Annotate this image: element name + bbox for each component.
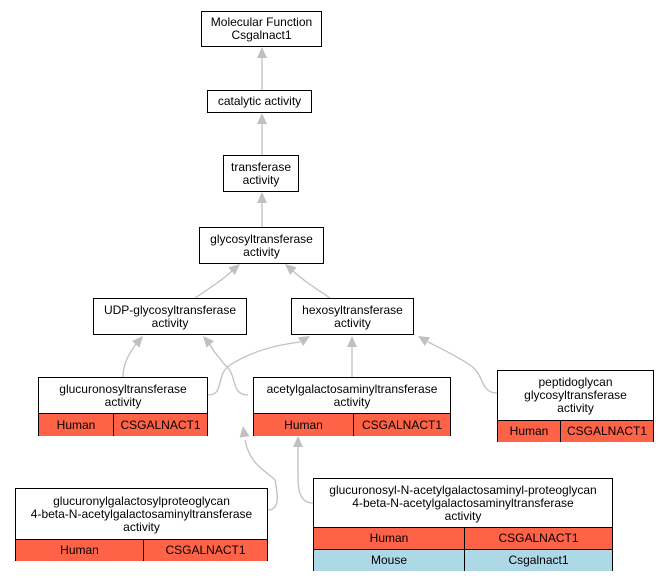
species-row-human: Human CSGALNACT1 <box>16 539 267 561</box>
edge-glucuronosyl-to-udp <box>122 343 137 378</box>
node-label-line: transferase <box>230 159 292 174</box>
species-cell: Mouse <box>314 550 464 571</box>
node-label-line: activity <box>557 401 594 415</box>
edge-glucuronosylN-to-acetylgal <box>297 447 314 504</box>
species-cell: Human <box>39 414 113 436</box>
node-label-line: Csgalnact1 <box>231 28 292 42</box>
edge-peptidoglycan-to-hexosyl <box>427 341 498 394</box>
species-cell: Human <box>314 528 464 549</box>
species-row-mouse: Mouse Csgalnact1 <box>314 549 612 571</box>
node-label-line: glucuronosyltransferase <box>59 381 187 396</box>
edge-peptidoglycan-to-hexosyl-arrowhead <box>418 336 431 346</box>
node-label-line: hexosyltransferase <box>302 302 403 317</box>
species-cell: Human <box>498 421 560 442</box>
node-catalytic-activity[interactable]: catalytic activity <box>207 90 312 113</box>
gene-cell: CSGALNACT1 <box>464 528 612 549</box>
node-label-line: activity <box>333 394 371 409</box>
edge-glucuronosyl-to-hexosyl-arrowhead <box>297 336 310 346</box>
edge-glucuronylgal-to-acetylgal <box>244 439 278 511</box>
node-label-line: acetylgalactosaminyltransferase <box>266 381 438 396</box>
edge-glucuronosylN-to-acetylgal-arrowhead <box>293 436 303 447</box>
edge-glucuronosyl-to-udp-arrowhead <box>131 336 143 348</box>
gene-cell: CSGALNACT1 <box>143 540 267 561</box>
edge-transferase-to-catalytic-arrowhead <box>257 113 267 124</box>
node-glycosyltransferase-activity[interactable]: glycosyltransferase activity <box>199 227 324 264</box>
species-row-human: Human CSGALNACT1 <box>39 413 207 436</box>
species-row-human: Human CSGALNACT1 <box>254 413 450 436</box>
node-label-line: activity <box>123 519 160 534</box>
node-label-line: activity <box>242 172 280 187</box>
node-acetylgalactosaminyltransferase-activity[interactable]: acetylgalactosaminyltransferase activity… <box>253 377 451 436</box>
node-label-line: 4-beta-N-acetylgalactosaminyltransferase <box>30 506 253 521</box>
node-label-line: Molecular Function <box>210 15 313 29</box>
species-row-human: Human CSGALNACT1 <box>314 527 612 549</box>
edge-udp-to-glycosyl <box>194 269 234 299</box>
edge-hexosyl-to-glycosyl-arrowhead <box>285 264 297 275</box>
node-hexosyltransferase-activity[interactable]: hexosyltransferase activity <box>291 298 414 335</box>
node-glucuronosyl-n-acetylgalactosaminyl-proteoglycan-activity[interactable]: glucuronosyl-N-acetylgalactosaminyl-prot… <box>313 478 613 571</box>
node-glucuronosyltransferase-activity[interactable]: glucuronosyltransferase activity Human C… <box>38 377 208 436</box>
node-transferase-activity[interactable]: transferase activity <box>223 155 299 192</box>
node-label-line: glucuronosyl-N-acetylgalactosaminyl-prot… <box>329 482 597 497</box>
edge-glucuronosyl-to-hexosyl <box>207 341 301 396</box>
node-label-line: 4-beta-N-acetylgalactosaminyltransferase <box>352 495 574 510</box>
edge-catalytic-to-mf-arrowhead <box>257 47 267 58</box>
node-label-line: glycosyltransferase <box>210 231 313 246</box>
node-label-line: activity <box>334 315 371 330</box>
edge-glucuronylgal-to-acetylgal-arrowhead <box>239 426 250 438</box>
species-cell: Human <box>254 414 353 436</box>
gene-cell: Csgalnact1 <box>464 550 612 571</box>
node-label-line: activity <box>243 244 280 259</box>
gene-cell: CSGALNACT1 <box>353 414 450 436</box>
node-label-line: UDP-glycosyltransferase <box>103 302 237 317</box>
node-molecular-function[interactable]: Molecular Function Csgalnact1 <box>201 11 322 47</box>
gene-cell: CSGALNACT1 <box>113 414 207 436</box>
node-label-line: catalytic activity <box>217 94 302 108</box>
node-peptidoglycan-glycosyltransferase-activity[interactable]: peptidoglycan glycosyltransferase activi… <box>497 370 654 442</box>
node-label-line: glycosyltransferase <box>524 388 627 402</box>
node-label-line: peptidoglycan <box>538 375 613 389</box>
edge-acetylgal-to-hexosyl-arrowhead <box>347 336 357 347</box>
node-label-line: activity <box>444 508 482 523</box>
edge-acetylgal-to-udp-arrowhead <box>203 336 215 348</box>
node-label-line: activity <box>104 394 142 409</box>
edge-acetylgal-to-udp <box>209 343 249 396</box>
edge-udp-to-glycosyl-arrowhead <box>228 264 240 275</box>
edge-glycosyl-to-transferase-arrowhead <box>257 192 267 203</box>
node-label-line: activity <box>151 315 189 330</box>
node-label-line: glucuronylgalactosylproteoglycan <box>53 493 230 508</box>
species-row-human: Human CSGALNACT1 <box>498 420 653 442</box>
gene-cell: CSGALNACT1 <box>560 421 653 442</box>
species-cell: Human <box>16 540 143 561</box>
node-udp-glycosyltransferase-activity[interactable]: UDP-glycosyltransferase activity <box>93 298 247 335</box>
node-glucuronylgalactosylproteoglycan-activity[interactable]: glucuronylgalactosylproteoglycan 4-beta-… <box>15 488 268 561</box>
edge-hexosyl-to-glycosyl <box>291 269 331 299</box>
